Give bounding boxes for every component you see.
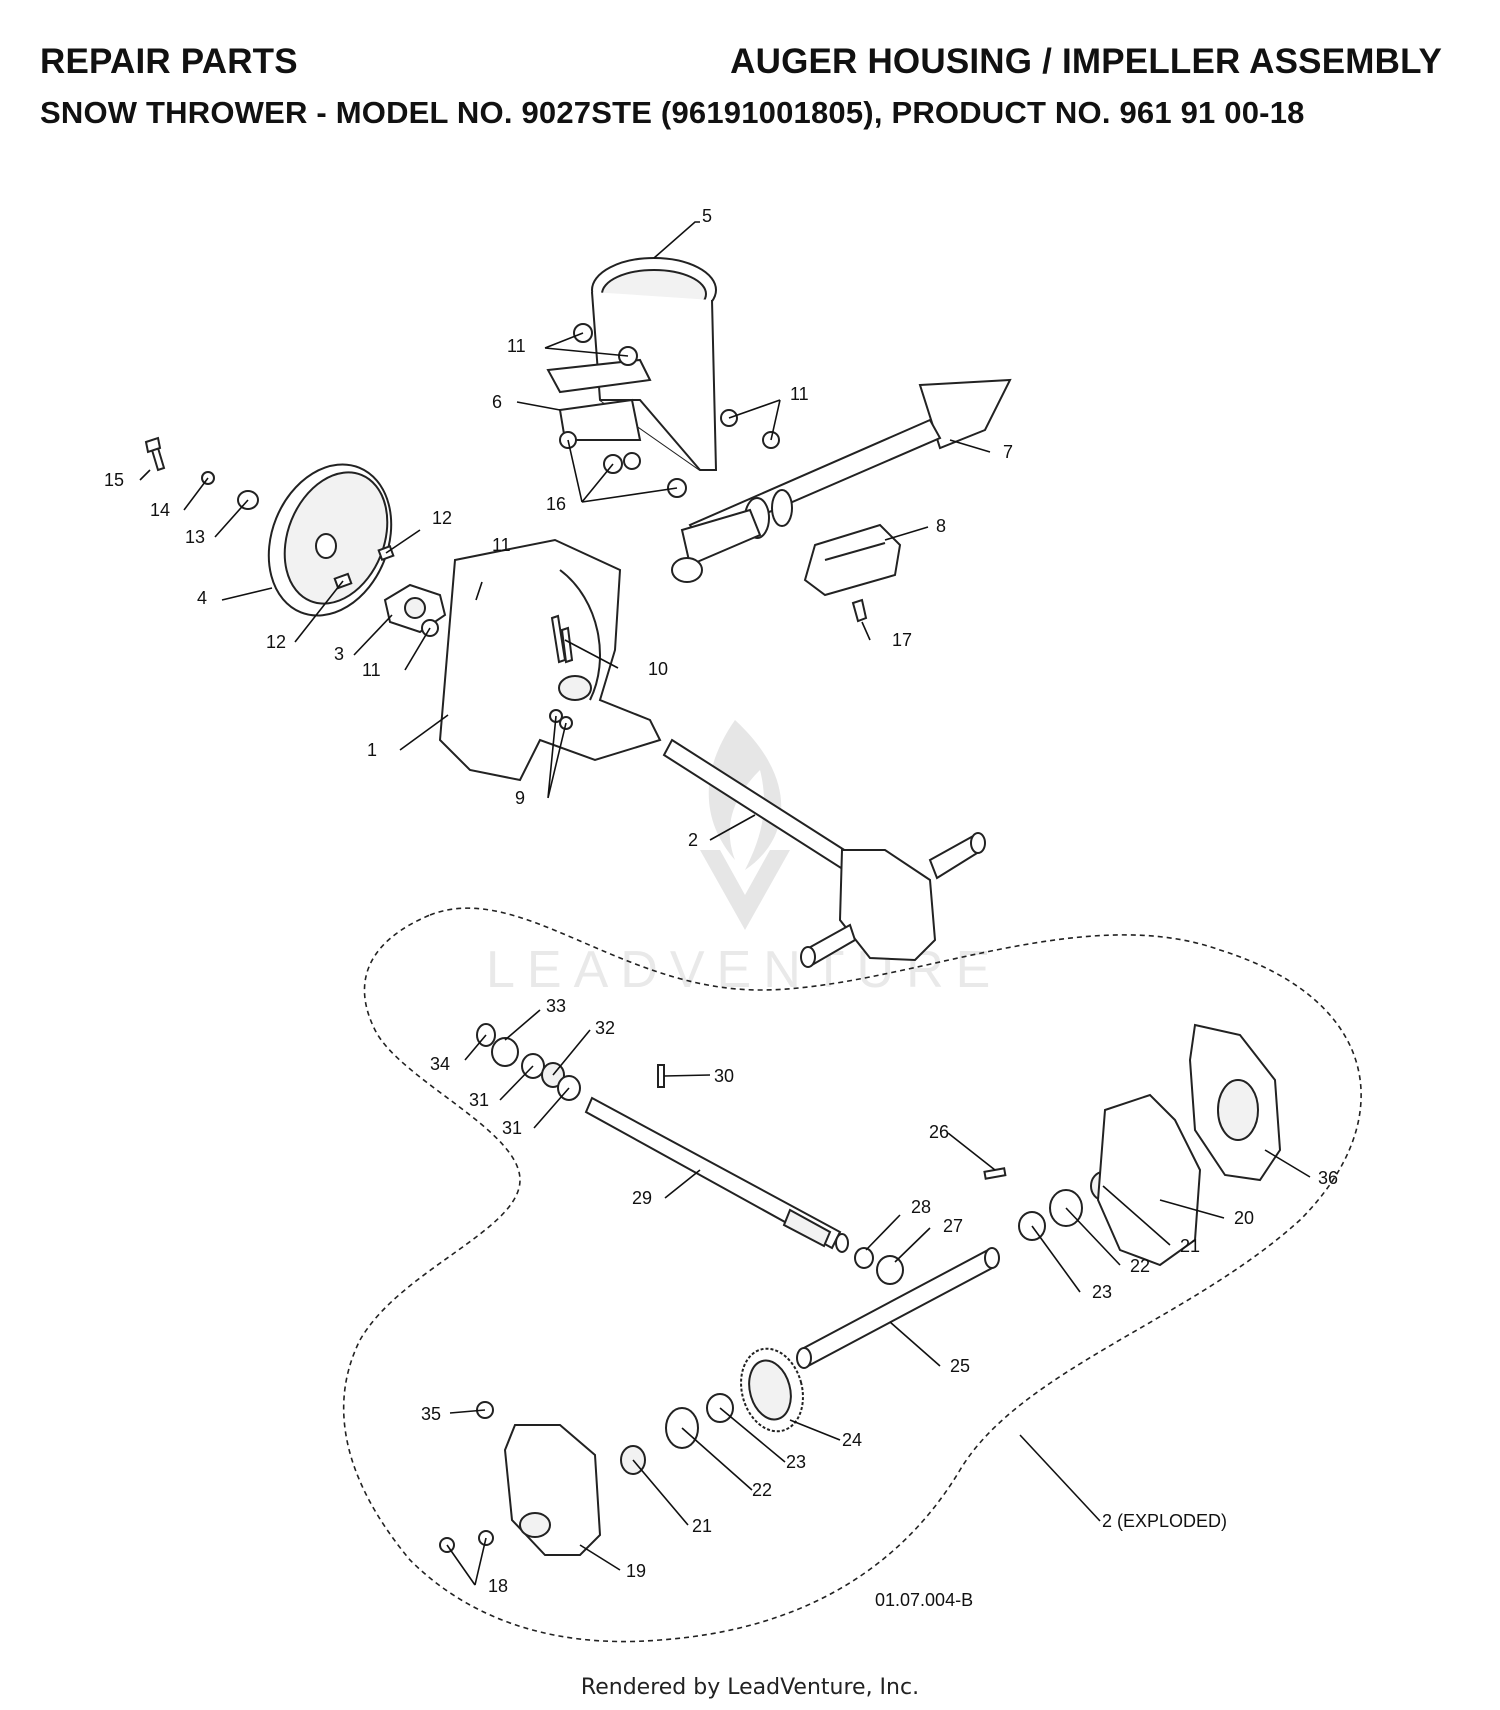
pulley-part	[267, 463, 393, 617]
gasket-part	[1096, 1093, 1202, 1267]
callout-33: 33	[546, 996, 566, 1016]
callout-1: 1	[367, 740, 377, 760]
callout-36: 36	[1318, 1168, 1338, 1188]
callout-2: 2	[688, 830, 698, 850]
header-left-title: REPAIR PARTS	[40, 42, 298, 81]
pulley-hardware	[144, 436, 259, 510]
footer-credit: Rendered by LeadVenture, Inc.	[580, 1675, 920, 1700]
left-housing-part	[503, 1424, 602, 1556]
leader-lines	[139, 221, 1311, 1586]
callout-17: 17	[892, 630, 912, 650]
callout-labels: 5 11 11 6 7 8 17 16 15 14 13 4 12 12 3 1…	[104, 206, 1338, 1610]
callout-31-top: 31	[469, 1090, 489, 1110]
callout-13: 13	[185, 527, 205, 547]
bushing-part	[876, 1255, 904, 1285]
callout-30: 30	[714, 1066, 734, 1086]
watermark-logo	[700, 720, 790, 930]
spring-pin-part	[657, 1064, 665, 1088]
callout-25: 25	[950, 1356, 970, 1376]
callout-26: 26	[929, 1122, 949, 1142]
left-bearing-parts	[620, 1393, 734, 1475]
callout-27: 27	[943, 1216, 963, 1236]
chute-crank-part	[671, 378, 1012, 583]
exploded-view-outline	[342, 907, 1362, 1643]
callout-21-right: 21	[1180, 1236, 1200, 1256]
callout-2-exploded: 2 (EXPLODED)	[1102, 1511, 1227, 1531]
right-housing-part	[1188, 1023, 1282, 1182]
housing-bolts	[550, 614, 574, 664]
callout-22-right: 22	[1130, 1256, 1150, 1276]
callout-6: 6	[492, 392, 502, 412]
callout-32: 32	[595, 1018, 615, 1038]
callout-15: 15	[104, 470, 124, 490]
callout-23-left: 23	[786, 1452, 806, 1472]
crank-screw-part	[851, 598, 868, 623]
callout-31-bottom: 31	[502, 1118, 522, 1138]
callout-35: 35	[421, 1404, 441, 1424]
impeller-housing-part	[438, 538, 662, 782]
callout-28: 28	[911, 1197, 931, 1217]
callout-11-chute-right: 11	[790, 384, 809, 404]
chute-bolts	[559, 431, 687, 498]
callout-7: 7	[1003, 442, 1013, 462]
drawing-number: 01.07.004-B	[875, 1590, 973, 1610]
callout-9: 9	[515, 788, 525, 808]
callout-22-left: 22	[752, 1480, 772, 1500]
callout-12-bottom: 12	[266, 632, 286, 652]
header-right-title: AUGER HOUSING / IMPELLER ASSEMBLY	[730, 42, 1442, 81]
callout-23-right: 23	[1092, 1282, 1112, 1302]
callout-5: 5	[702, 206, 712, 226]
callout-24: 24	[842, 1430, 862, 1450]
callout-11-chute: 11	[507, 336, 526, 356]
callout-19: 19	[626, 1561, 646, 1581]
callout-14: 14	[150, 500, 170, 520]
callout-21-left: 21	[692, 1516, 712, 1536]
callout-8: 8	[936, 516, 946, 536]
callout-3: 3	[334, 644, 344, 664]
crank-bracket-part	[803, 523, 902, 597]
callout-18: 18	[488, 1576, 508, 1596]
callout-4: 4	[197, 588, 207, 608]
callout-20: 20	[1234, 1208, 1254, 1228]
thrust-washer-part	[854, 1247, 874, 1269]
header-subtitle: SNOW THROWER - MODEL NO. 9027STE (961910…	[40, 95, 1305, 130]
worm-shaft-part	[584, 1096, 849, 1253]
chute-nuts	[573, 323, 780, 449]
callout-12-top: 12	[432, 508, 452, 528]
callout-11-flange: 11	[362, 660, 381, 680]
callout-11-housing: 11	[492, 535, 511, 555]
gearbox-assembly-part	[662, 738, 986, 968]
chute-bracket-part	[546, 358, 652, 441]
callout-16: 16	[546, 494, 566, 514]
callout-10: 10	[648, 659, 668, 679]
worm-gear-part	[740, 1347, 804, 1433]
axle-shaft-part	[796, 1247, 1000, 1369]
callout-29: 29	[632, 1188, 652, 1208]
callout-34: 34	[430, 1054, 450, 1074]
